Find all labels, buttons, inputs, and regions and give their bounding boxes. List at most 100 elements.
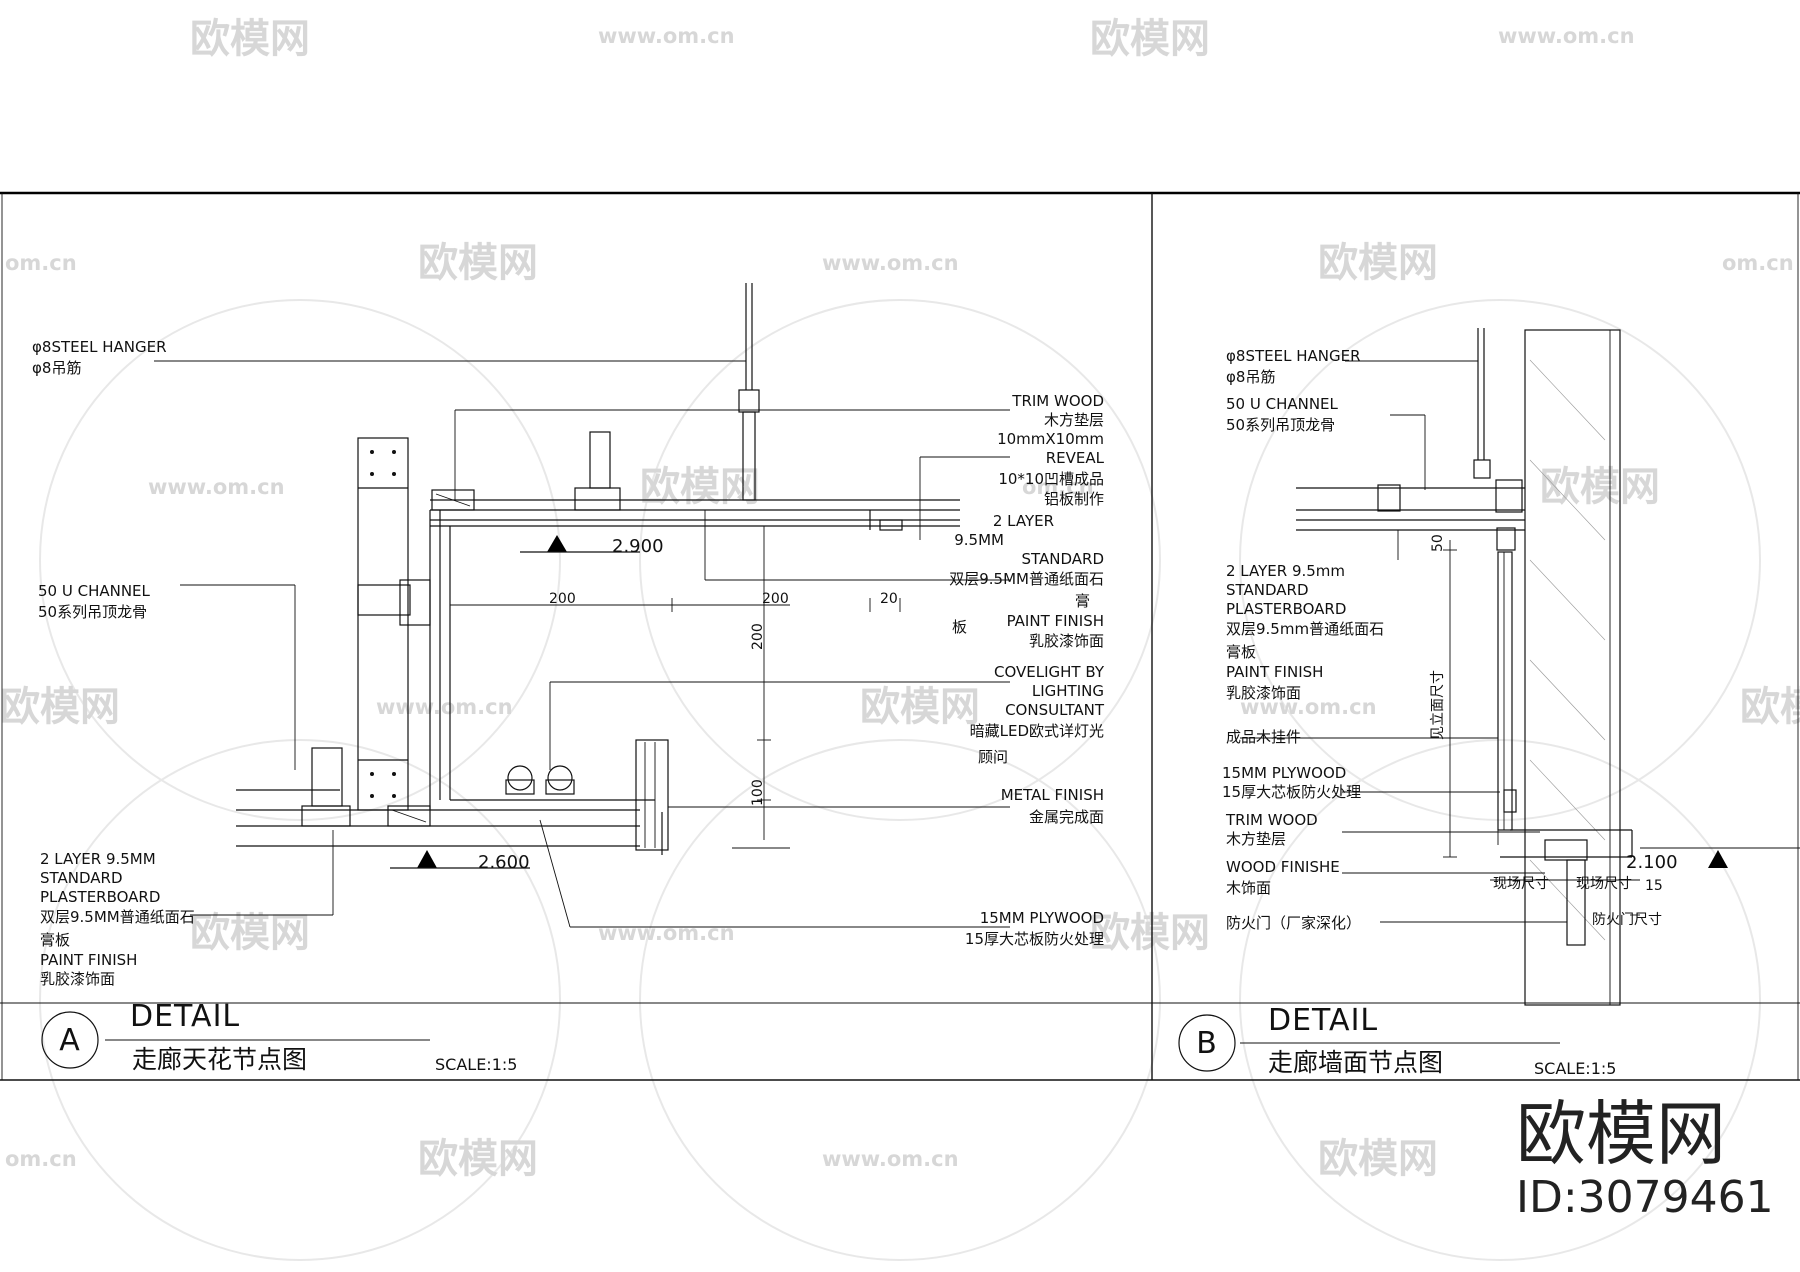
label-a-paint-right-cn: 乳胶漆饰面 — [1029, 632, 1104, 650]
label-a-cove-en: LIGHTING — [1032, 682, 1104, 700]
watermark-layer: 欧模网 www.om.cn 欧模网 www.om.cn om.cn 欧模网 ww… — [0, 16, 1800, 1261]
dim-b-15: 15 — [1645, 878, 1663, 894]
watermark-brand: 欧模网 — [1318, 1136, 1438, 1182]
label-a-plaster-cn: 膏板 — [40, 931, 70, 949]
label-b-plaster-cn: 膏板 — [1226, 643, 1256, 661]
label-b-wood-cn: 木饰面 — [1226, 879, 1271, 897]
label-a-channel-en: 50 U CHANNEL — [38, 582, 151, 600]
label-a-plaster-right-cn: 板 — [952, 618, 967, 636]
watermark-site: www.om.cn — [148, 475, 285, 499]
level-a-upper: 2.900 — [612, 536, 664, 557]
watermark-brand: 欧模网 — [1318, 240, 1438, 286]
detail-b-marker-circle — [1178, 1014, 1236, 1072]
watermark-site: www.om.cn — [598, 24, 735, 48]
watermark-site: www.om.cn — [822, 1147, 959, 1171]
label-b-plywood-cn: 15厚大芯板防火处理 — [1222, 783, 1361, 801]
watermark-brand: 欧模网 — [190, 910, 310, 956]
detail-b-labels: φ8STEEL HANGER φ8吊筋 50 U CHANNEL 50系列吊顶龙… — [1222, 347, 1678, 932]
brand-id: ID:3079461 — [1516, 1172, 1774, 1223]
watermark-site: www.om.cn — [1240, 695, 1377, 719]
label-b-trim-cn: 木方垫层 — [1226, 830, 1286, 848]
label-a-hanger-cn: φ8吊筋 — [32, 359, 81, 377]
watermark-brand: 欧模网 — [1740, 684, 1800, 730]
label-a-cove-cn: 暗藏LED欧式详灯光 — [970, 722, 1104, 740]
watermark-site: om.cn — [1022, 475, 1094, 499]
label-a-hanger-en: φ8STEEL HANGER — [32, 338, 167, 356]
watermark-site: www.om.cn — [376, 695, 513, 719]
watermark-brand: 欧模网 — [860, 684, 980, 730]
level-a-lower: 2.600 — [478, 852, 530, 873]
label-a-plaster-cn: 双层9.5MM普通纸面石 — [40, 908, 195, 926]
label-a-channel-cn: 50系列吊顶龙骨 — [38, 603, 147, 621]
watermark-brand: 欧模网 — [0, 684, 120, 730]
label-a-cove-en: CONSULTANT — [1005, 701, 1105, 719]
label-a-paint-en: PAINT FINISH — [40, 951, 137, 969]
detail-a-subtitle: 走廊天花节点图 — [132, 1045, 307, 1074]
watermark-brand: 欧模网 — [418, 240, 538, 286]
watermark-site: www.om.cn — [598, 921, 735, 945]
label-a-layer: 2 LAYER — [993, 512, 1054, 530]
label-b-plaster-cn: 双层9.5mm普通纸面石 — [1226, 620, 1384, 638]
detail-b-title: DETAIL — [1268, 1003, 1378, 1038]
label-a-plywood-cn: 15厚大芯板防火处理 — [965, 930, 1104, 948]
watermark-site: om.cn — [1722, 251, 1794, 275]
dim-a-100-vertical: 100 — [750, 779, 766, 806]
dim-a-200: 200 — [549, 591, 576, 607]
label-b-door-cn: 防火门（厂家深化） — [1226, 914, 1361, 932]
label-a-plywood-en: 15MM PLYWOOD — [980, 909, 1104, 927]
label-a-reveal-cn: 铝板制作 — [1044, 490, 1104, 508]
watermark-brand: 欧模网 — [190, 16, 310, 62]
label-b-hanger-piece-cn: 成品木挂件 — [1226, 728, 1301, 746]
sheet-frame — [0, 191, 1800, 1081]
label-a-paint-right-en: PAINT FINISH — [1007, 612, 1104, 630]
label-a-layer: 9.5MM — [954, 531, 1004, 549]
label-b-plaster-en: 2 LAYER 9.5mm — [1226, 562, 1345, 580]
detail-a-marker-circle — [41, 1011, 99, 1069]
watermark-site: www.om.cn — [822, 251, 959, 275]
label-a-reveal-cn: 10*10凹槽成品 — [998, 470, 1104, 488]
detail-a-title: DETAIL — [130, 999, 240, 1034]
dim-b-50: 50 — [1430, 534, 1446, 552]
detail-a-marker: A — [59, 1023, 81, 1058]
label-b-channel-en: 50 U CHANNEL — [1226, 395, 1339, 413]
label-a-trim-cn: 木方垫层 — [1044, 411, 1104, 429]
watermark-brand: 欧模网 — [418, 1136, 538, 1182]
watermark-brand: 欧模网 — [640, 464, 760, 510]
dim-a-20: 20 — [880, 591, 898, 607]
label-a-paint-cn: 乳胶漆饰面 — [40, 970, 115, 988]
detail-a-scale: SCALE:1:5 — [435, 1055, 517, 1074]
brand-mark: 欧模网 ID:3079461 — [1516, 1093, 1774, 1223]
detail-b-scale: SCALE:1:5 — [1534, 1059, 1616, 1078]
label-b-plaster-en: STANDARD — [1226, 581, 1309, 599]
label-a-cove-en: COVELIGHT BY — [994, 663, 1105, 681]
watermark-arcs — [39, 299, 1761, 1261]
label-a-reveal-en: 10mmX10mm — [997, 430, 1104, 448]
label-a-metal-cn: 金属完成面 — [1029, 808, 1104, 826]
label-b-door-size: 防火门尺寸 — [1592, 912, 1662, 928]
detail-b-drawing — [1240, 328, 1800, 1006]
watermark-site: om.cn — [5, 251, 77, 275]
detail-b-subtitle: 走廊墙面节点图 — [1268, 1048, 1443, 1077]
brand-name: 欧模网 — [1516, 1093, 1726, 1175]
label-b-site-size: 现场尺寸 — [1576, 876, 1632, 892]
label-a-plaster-right-cn: 膏 — [1075, 592, 1090, 610]
label-b-paint-en: PAINT FINISH — [1226, 663, 1323, 681]
label-b-site-size: 现场尺寸 — [1493, 876, 1549, 892]
label-b-wood-en: WOOD FINISHE — [1226, 858, 1340, 876]
label-b-elevation-ref: 见立面尺寸 — [1430, 670, 1446, 740]
label-a-cove-cn: 顾问 — [978, 748, 1008, 766]
level-b-floor: 2.100 — [1626, 852, 1678, 873]
label-a-plaster-right-cn: 双层9.5MM普通纸面石 — [949, 570, 1104, 588]
dim-a-200: 200 — [762, 591, 789, 607]
label-a-metal-en: METAL FINISH — [1001, 786, 1104, 804]
label-b-plaster-en: PLASTERBOARD — [1226, 600, 1346, 618]
watermark-brand: 欧模网 — [1090, 16, 1210, 62]
label-a-plaster-en: PLASTERBOARD — [40, 888, 160, 906]
detail-b-title-block: B DETAIL 走廊墙面节点图 SCALE:1:5 — [1178, 1003, 1616, 1078]
label-b-plywood-en: 15MM PLYWOOD — [1222, 764, 1346, 782]
label-a-reveal-en: REVEAL — [1046, 449, 1105, 467]
label-b-channel-cn: 50系列吊顶龙骨 — [1226, 416, 1335, 434]
detail-b-marker: B — [1196, 1026, 1218, 1061]
detail-a-title-block: A DETAIL 走廊天花节点图 SCALE:1:5 — [41, 999, 517, 1074]
